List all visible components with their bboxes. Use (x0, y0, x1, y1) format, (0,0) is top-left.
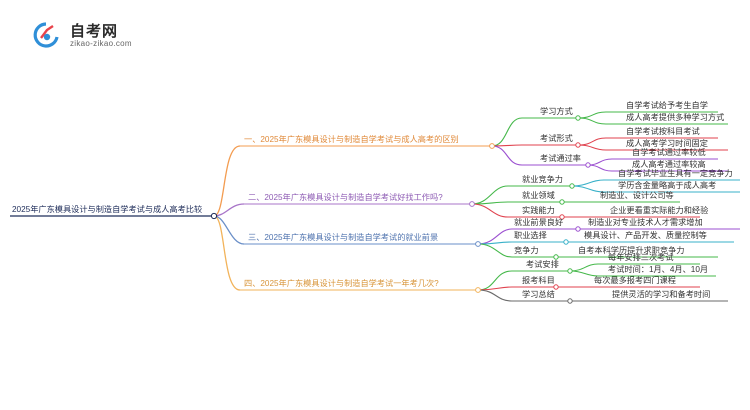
leaf-3-2-1: 模具设计、产品开发、质量控制等 (584, 231, 707, 240)
node-career-choice[interactable]: 职业选择 (514, 231, 547, 240)
leaf-1-1-2: 成人高考提供多种学习方式 (626, 113, 725, 122)
leaf-1-2-1: 自学考试按科目考试 (626, 127, 700, 136)
branch-4-label[interactable]: 四、2025年广东模具设计与制造自学考试一年考几次? (244, 279, 439, 288)
leaf-1-3-2: 成人高考通过率较高 (632, 160, 706, 169)
leaf-2-3-1: 企业更看重实际能力和经验 (610, 206, 709, 215)
branch-3-label[interactable]: 三、2025年广东模具设计与制造自学考试的就业前景 (248, 233, 439, 242)
leaf-4-1-1: 每年安排三次考试 (608, 253, 674, 262)
leaf-4-2-1: 每次最多报考四门课程 (594, 276, 676, 285)
root-topic[interactable]: 2025年广东模具设计与制造自学考试与成人高考比较 (12, 205, 203, 214)
node-subjects[interactable]: 报考科目 (522, 276, 555, 285)
node-exam-format[interactable]: 考试形式 (540, 134, 573, 143)
site-subtitle: zikao-zikao.com (70, 39, 132, 48)
node-good-prospects[interactable]: 就业前景良好 (514, 218, 564, 227)
branch-1-label[interactable]: 一、2025年广东模具设计与制造自学考试与成人高考的区别 (244, 135, 459, 144)
site-logo[interactable]: 自考网 zikao-zikao.com (30, 18, 160, 52)
node-pass-rate[interactable]: 考试通过率 (540, 154, 581, 163)
leaf-2-1-1: 自学考试毕业生具有一定竞争力 (618, 169, 733, 178)
leaf-3-3-1: 自考本科学历提升求职竞争力 (578, 246, 685, 255)
leaf-4-1-2: 考试时间：1月、4月、10月 (608, 265, 709, 274)
leaf-1-3-1: 自学考试通过率较低 (632, 148, 706, 157)
node-competition[interactable]: 竞争力 (514, 246, 539, 255)
leaf-2-1-2: 学历含金量略高于成人高考 (618, 181, 717, 190)
leaf-4-3-1: 提供灵活的学习和备考时间 (612, 290, 711, 299)
node-competitiveness[interactable]: 就业竞争力 (522, 175, 563, 184)
site-title: 自考网 (70, 23, 119, 40)
node-summary[interactable]: 学习总结 (522, 290, 555, 299)
node-practical-ability[interactable]: 实践能力 (522, 206, 555, 215)
node-study-mode[interactable]: 学习方式 (540, 107, 573, 116)
branch-2-label[interactable]: 二、2025年广东模具设计与制造自学考试好找工作吗? (248, 193, 443, 202)
leaf-1-1-1: 自学考试给予考生自学 (626, 101, 708, 110)
leaf-2-2-1: 制造业、设计公司等 (600, 191, 674, 200)
leaf-1-2-2: 成人高考学习时间固定 (626, 139, 708, 148)
logo-mark-icon (33, 22, 59, 48)
leaf-3-1-1: 制造业对专业技术人才需求增加 (588, 218, 703, 227)
node-exam-schedule[interactable]: 考试安排 (526, 260, 559, 269)
node-employment-field[interactable]: 就业领域 (522, 191, 555, 200)
